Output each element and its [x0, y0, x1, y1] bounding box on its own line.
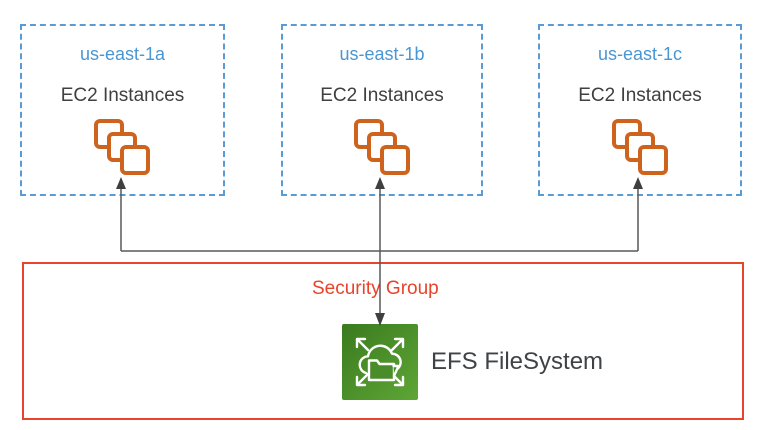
ec2-square-front	[379, 145, 410, 175]
ec2-instances-icon	[353, 119, 411, 176]
az-name-label: us-east-1b	[339, 44, 425, 64]
ec2-instances-icon	[94, 119, 151, 176]
security-group-box: Security Group	[22, 262, 744, 420]
ec2-square-front	[120, 145, 150, 175]
efs-filesystem: EFS FileSystem	[342, 324, 603, 400]
az-name-label: us-east-1c	[597, 44, 683, 64]
ec2-instances-label: EC2 Instances	[578, 85, 702, 106]
az-box-us-east-1b: us-east-1b EC2 Instances	[281, 24, 483, 196]
ec2-square-front	[637, 145, 668, 175]
ec2-instances-label: EC2 Instances	[60, 85, 185, 106]
security-group-label: Security Group	[312, 278, 439, 299]
efs-filesystem-label: EFS FileSystem	[431, 348, 604, 375]
ec2-instances-label: EC2 Instances	[320, 85, 444, 106]
az-box-us-east-1c: us-east-1c EC2 Instances	[538, 24, 742, 196]
az-box-us-east-1a: us-east-1a EC2 Instances	[20, 24, 225, 196]
az-name-label: us-east-1a	[79, 44, 166, 64]
ec2-instances-icon	[611, 119, 669, 176]
efs-icon	[342, 324, 418, 400]
